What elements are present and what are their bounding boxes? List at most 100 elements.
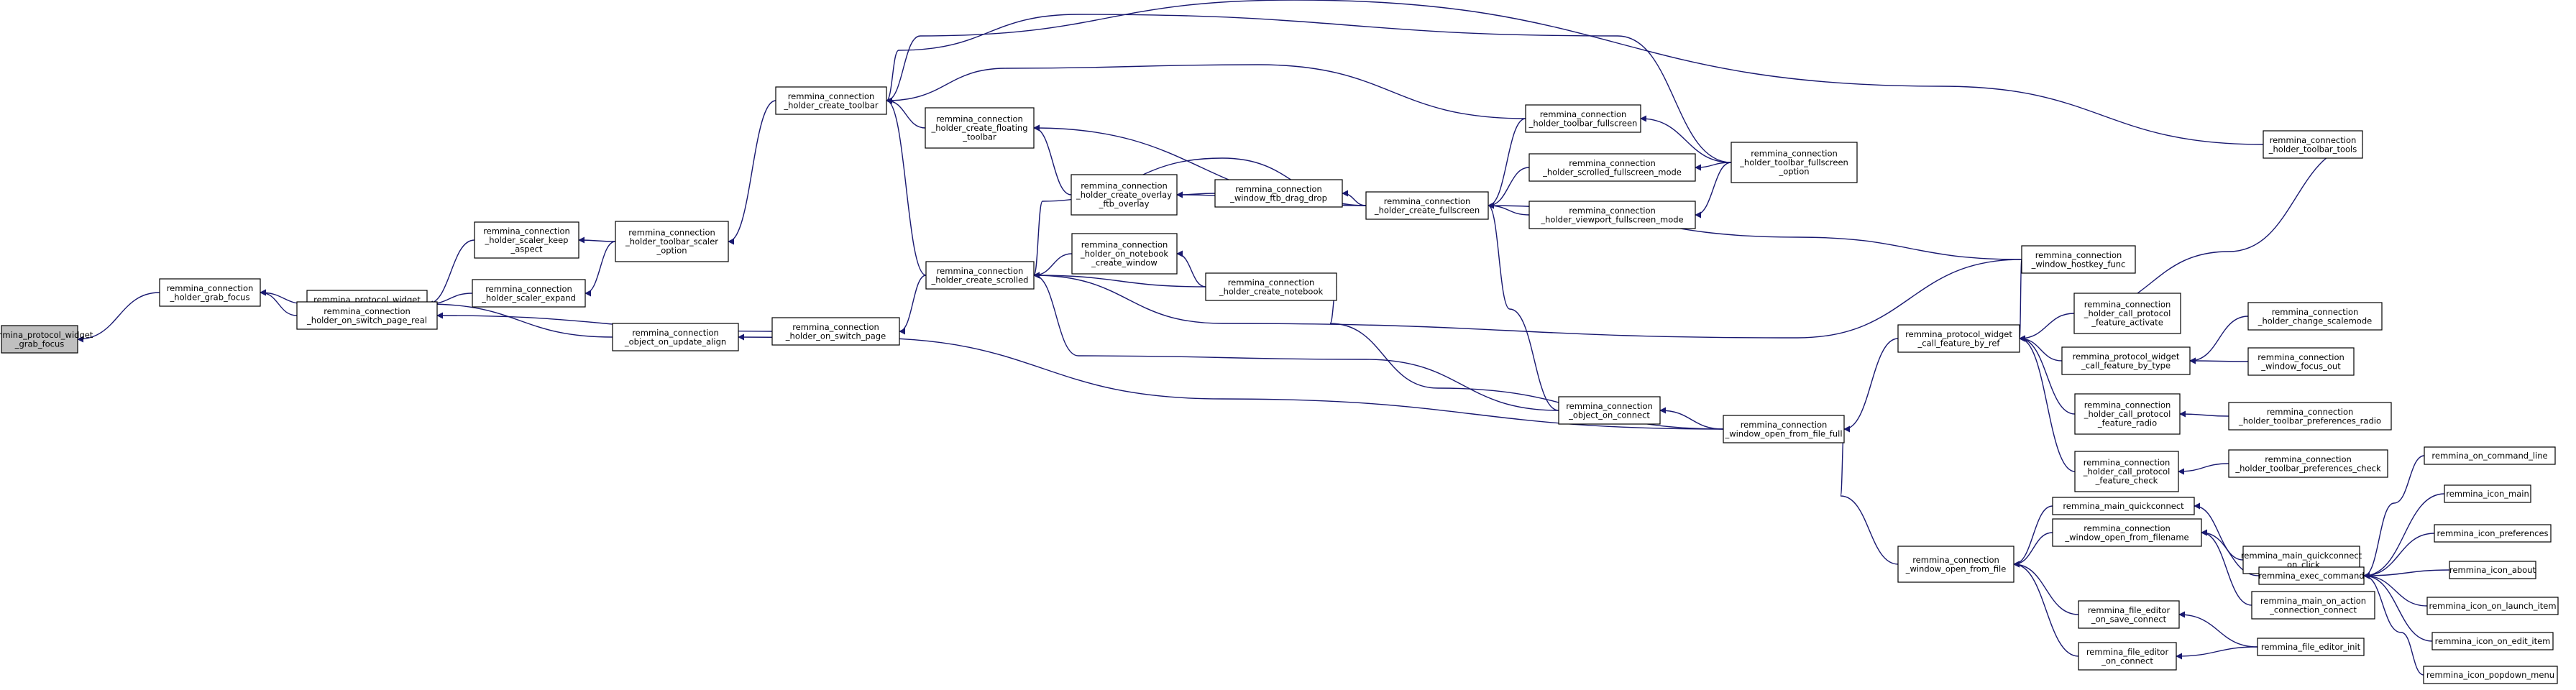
node-box (2052, 497, 2195, 515)
node-label-line: remmina_main_on_action (2260, 596, 2366, 606)
node-remmina-connection-window-focus-out[interactable]: remmina_connection_window_focus_out (2247, 347, 2355, 376)
call-edge-n6-n2 (426, 300, 613, 338)
call-edge-n7-n5 (585, 241, 616, 297)
node-remmina-connection-holder-on-switch-page[interactable]: remmina_connection_holder_on_switch_page (771, 317, 900, 346)
node-remmina-main-on-action-connection-connect[interactable]: remmina_main_on_action_connection_connec… (2251, 591, 2375, 620)
node-remmina-protocol-widget-call-feature-by-ref[interactable]: remmina_protocol_widget_call_feature_by_… (1897, 324, 2020, 353)
node-remmina-main-quickconnect[interactable]: remmina_main_quickconnect (2052, 497, 2195, 515)
node-box (1071, 233, 1178, 275)
node-label-line: _holder_grab_focus (170, 292, 250, 302)
node-box (2431, 632, 2554, 650)
node-label-line: _create_window (1091, 258, 1158, 268)
node-box (2257, 638, 2365, 656)
node-remmina-icon-on-edit-item[interactable]: remmina_icon_on_edit_item (2431, 632, 2554, 650)
node-box (2251, 591, 2375, 620)
node-label-line: remmina_connection (1081, 181, 1168, 191)
node-remmina-connection-window-ftb-drag-drop[interactable]: remmina_connection_window_ftb_drag_drop (1214, 179, 1343, 208)
node-remmina-file-editor-on-save-connect[interactable]: remmina_file_editor_on_save_connect (2078, 600, 2180, 629)
node-label-line: _window_ftb_drag_drop (1229, 193, 1327, 203)
node-remmina-icon-popdown-menu[interactable]: remmina_icon_popdown_menu (2423, 666, 2558, 684)
node-remmina-connection-holder-toolbar-scaler-option[interactable]: remmina_connection_holder_toolbar_scaler… (615, 221, 729, 262)
call-edge-n42-n34 (2176, 646, 2258, 660)
node-label-line: remmina_connection (167, 283, 254, 293)
node-label-line: remmina_connection (1384, 196, 1471, 206)
call-edge-n20-n16 (1488, 202, 1559, 411)
node-remmina-connection-holder-call-protocol-feature-check[interactable]: remmina_connection_holder_call_protocol_… (2074, 451, 2179, 492)
node-label-line: remmina_icon_popdown_menu (2426, 670, 2554, 680)
node-remmina-connection-holder-on-switch-page-real[interactable]: remmina_connection_holder_on_switch_page… (296, 301, 438, 330)
node-remmina-connection-holder-scaler-expand[interactable]: remmina_connection_holder_scaler_expand (472, 279, 586, 308)
node-label-line: _holder_create_scrolled (931, 275, 1029, 285)
node-remmina-connection-holder-toolbar-fullscreen[interactable]: remmina_connection_holder_toolbar_fullsc… (1525, 104, 1641, 133)
node-label-line: remmina_main_quickconnect (2063, 501, 2184, 511)
node-remmina-icon-main[interactable]: remmina_icon_main (2444, 484, 2531, 503)
node-remmina-connection-holder-call-protocol-feature-activate[interactable]: remmina_connection_holder_call_protocol_… (2073, 293, 2181, 334)
node-remmina-exec-command[interactable]: remmina_exec_command (2258, 566, 2365, 585)
node-remmina-connection-window-open-from-file-full[interactable]: remmina_connection_window_open_from_file… (1723, 415, 1845, 443)
call-edge-n12-n10 (1033, 124, 1072, 196)
call-edge-n17-n9 (886, 64, 1526, 119)
node-remmina-connection-holder-grab-focus[interactable]: remmina_connection_holder_grab_focus (159, 278, 261, 307)
call-edge-n7-n4 (578, 236, 616, 244)
node-remmina-connection-holder-on-notebook-create-window[interactable]: remmina_connection_holder_on_notebook_cr… (1071, 233, 1178, 275)
node-remmina-connection-holder-create-toolbar[interactable]: remmina_connection_holder_create_toolbar (775, 86, 887, 115)
node-remmina-connection-holder-create-floating-toolbar[interactable]: remmina_connection_holder_create_floatin… (925, 107, 1035, 149)
node-remmina-connection-holder-call-protocol-feature-radio[interactable]: remmina_connection_holder_call_protocol_… (2074, 393, 2181, 435)
node-remmina-connection-object-on-connect[interactable]: remmina_connection_object_on_connect (1558, 396, 1661, 425)
node-remmina-connection-window-open-from-file[interactable]: remmina_connection_window_open_from_file (1897, 546, 2014, 583)
nodes-layer: remmina_protocol_widget_grab_focusremmin… (0, 86, 2559, 684)
node-label-line: remmina_on_command_line (2431, 451, 2547, 461)
node-remmina-connection-holder-create-notebook[interactable]: remmina_connection_holder_create_noteboo… (1205, 272, 1337, 301)
node-label-line: _toolbar (962, 132, 996, 142)
node-remmina-icon-about[interactable]: remmina_icon_about (2449, 561, 2536, 579)
call-edge-n40-n32 (2201, 529, 2260, 576)
node-remmina-connection-holder-scaler-keep-aspect[interactable]: remmina_connection_holder_scaler_keep_as… (474, 221, 579, 259)
node-label-line: _holder_on_switch_page (785, 331, 886, 341)
node-remmina-protocol-widget-call-feature-by-type[interactable]: remmina_protocol_widget_call_feature_by_… (2061, 346, 2191, 375)
node-label-line: _holder_scaler_expand (481, 293, 576, 303)
node-label-line: _feature_activate (2091, 318, 2163, 328)
node-label-line: _holder_viewport_fullscreen_mode (1540, 214, 1683, 224)
node-remmina-connection-holder-scrolled-fullscreen-mode[interactable]: remmina_connection_holder_scrolled_fulls… (1528, 153, 1696, 182)
node-remmina-connection-holder-create-fullscreen[interactable]: remmina_connection_holder_create_fullscr… (1365, 191, 1489, 220)
node-label-line: _holder_change_scalemode (2258, 316, 2372, 326)
node-remmina-file-editor-init[interactable]: remmina_file_editor_init (2257, 638, 2365, 656)
call-edge-n36-n28 (2189, 357, 2249, 364)
node-remmina-connection-holder-toolbar-fullscreen-option[interactable]: remmina_connection_holder_toolbar_fullsc… (1731, 142, 1858, 183)
node-remmina-connection-window-open-from-filename[interactable]: remmina_connection_window_open_from_file… (2052, 518, 2202, 547)
node-box (2444, 484, 2531, 503)
node-remmina-connection-holder-toolbar-preferences-radio[interactable]: remmina_connection_holder_toolbar_prefer… (2228, 402, 2392, 431)
call-edge-n33-n25 (2013, 561, 2079, 615)
node-remmina-icon-preferences[interactable]: remmina_icon_preferences (2434, 524, 2552, 543)
node-box (1071, 174, 1178, 216)
node-label-line: _option (1778, 167, 1809, 177)
node-label-line: _holder_scrolled_fullscreen_mode (1542, 167, 1682, 177)
node-remmina-connection-window-hostkey-func[interactable]: remmina_connection_window_hostkey_func (2021, 245, 2136, 274)
node-remmina-connection-object-on-update-align[interactable]: remmina_connection_object_on_update_alig… (612, 323, 739, 351)
call-edge-n28-n24 (2019, 335, 2063, 362)
node-remmina-connection-holder-change-scalemode[interactable]: remmina_connection_holder_change_scalemo… (2247, 302, 2383, 331)
call-edge-n25-n22 (1838, 426, 1899, 565)
call-edge-n23-n9 (886, 0, 2264, 145)
node-label-line: remmina_connection (485, 284, 572, 294)
node-box (2074, 393, 2181, 435)
call-edge-n4-n2 (426, 239, 475, 308)
node-label-line: _holder_toolbar_preferences_check (2234, 463, 2381, 473)
call-edge-n20-n11 (1033, 272, 1559, 411)
node-remmina-connection-holder-viewport-fullscreen-mode[interactable]: remmina_connection_holder_viewport_fulls… (1528, 201, 1696, 229)
node-box (1558, 396, 1661, 425)
node-label-line: remmina_connection (1741, 420, 1828, 430)
node-remmina-connection-holder-create-scrolled[interactable]: remmina_connection_holder_create_scrolle… (925, 261, 1035, 290)
node-box (612, 323, 739, 351)
node-remmina-icon-on-launch-item[interactable]: remmina_icon_on_launch_item (2426, 597, 2559, 615)
node-remmina-file-editor-on-connect[interactable]: remmina_file_editor_on_connect (2078, 642, 2177, 671)
node-label-line: remmina_file_editor (2088, 605, 2171, 615)
node-box (1897, 546, 2014, 583)
node-remmina-connection-holder-toolbar-tools[interactable]: remmina_connection_holder_toolbar_tools (2263, 130, 2363, 159)
node-label-line: _aspect (510, 244, 543, 254)
node-remmina-connection-holder-create-overlay-ftb-overlay[interactable]: remmina_connection_holder_create_overlay… (1071, 174, 1178, 216)
node-remmina-on-command-line[interactable]: remmina_on_command_line (2424, 446, 2556, 465)
node-remmina-connection-holder-toolbar-preferences-check[interactable]: remmina_connection_holder_toolbar_prefer… (2228, 449, 2388, 478)
node-remmina-protocol-widget-grab-focus[interactable]: remmina_protocol_widget_grab_focus (0, 325, 93, 354)
call-edge-n42-n33 (2178, 611, 2258, 648)
